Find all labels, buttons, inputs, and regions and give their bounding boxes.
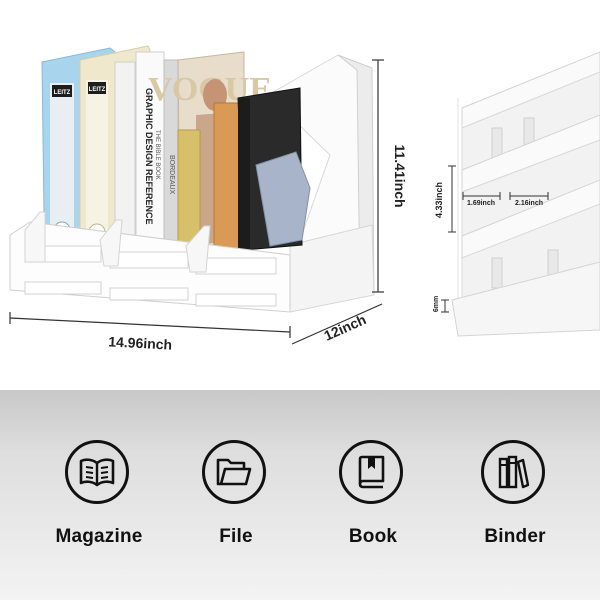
usage-icon-circle	[65, 440, 129, 504]
usage-item-magazine: Magazine	[34, 440, 164, 590]
folder-icon	[216, 458, 252, 486]
usage-label-file: File	[219, 526, 253, 547]
binders-icon	[498, 455, 529, 489]
dimension-lines	[9, 59, 384, 345]
usage-item-file: File	[171, 440, 301, 590]
slot-gap-small: 1.69inch	[467, 200, 495, 207]
book-spine-title: GRAPHIC DESIGN REFERENCE	[144, 88, 154, 225]
side-profile	[441, 51, 600, 337]
width-dimension: 14.96inch	[108, 333, 173, 352]
usage-label-book: Book	[348, 526, 398, 547]
usage-item-book: Book	[308, 440, 438, 590]
base-height-dimension: 6mm	[433, 296, 440, 312]
usage-label-binder: Binder	[484, 526, 546, 547]
binder-brand-label-1: LEITZ	[54, 90, 71, 96]
usage-label-magazine: Magazine	[55, 526, 143, 547]
slot-gap-large: 2.16inch	[515, 200, 543, 207]
book-side-label: BORDEAUX	[168, 155, 175, 195]
usage-icon-circle	[339, 440, 403, 504]
book-icon	[358, 455, 385, 489]
usage-icon-circle	[481, 440, 545, 504]
usage-icon-circle	[202, 440, 266, 504]
depth-dimension: 12inch	[321, 311, 368, 344]
usage-panel: Magazine File Book	[0, 390, 600, 600]
product-photo: LEITZ LEITZ GRAPHIC DESIGN REFERENCE THE…	[9, 45, 600, 353]
height-dimension: 11.41inch	[392, 144, 408, 207]
binder-brand-label-2: LEITZ	[89, 87, 106, 93]
tier-height-dimension: 4.33inch	[434, 182, 444, 218]
usage-item-binder: Binder	[450, 440, 580, 590]
book-spine-subtitle: THE BIBLE BOOK	[154, 130, 160, 180]
organizer-front	[9, 211, 291, 313]
open-book-icon	[79, 458, 115, 487]
